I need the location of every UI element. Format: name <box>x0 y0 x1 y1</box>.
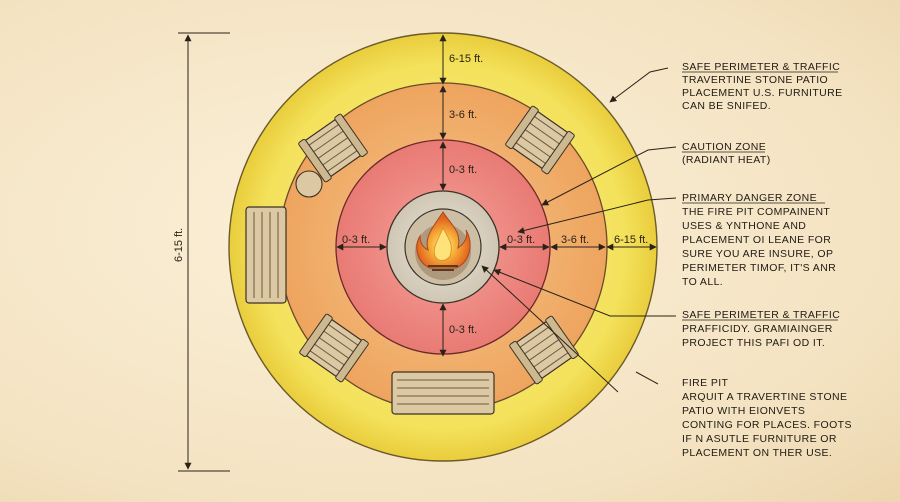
note-heading: FIRE PIT <box>682 377 729 389</box>
note-line: USES & YNTHONE AND <box>682 220 806 232</box>
note-line: PLACEMENT U.S. FURNITURE <box>682 87 843 99</box>
note-caution-zone: CAUTION ZONE (RADIANT HEAT) <box>682 141 771 166</box>
chair-top-left-icon <box>298 113 368 183</box>
side-table-top-left <box>295 170 323 198</box>
note-line: ARQUIT A TRAVERTINE STONE <box>682 391 847 403</box>
chair-top-right-icon <box>505 105 575 175</box>
note-line: PLACEMENT OI LEANE FOR <box>682 234 831 246</box>
note-fire-pit: FIRE PIT ARQUIT A TRAVERTINE STONE PATIO… <box>682 377 852 459</box>
note-line: PROJECT THIS PAFI OD IT. <box>682 337 825 349</box>
dim-outer-right: 6-15 ft. <box>614 234 648 246</box>
note-line: PERIMETER TIMOF, IT'S ANR <box>682 262 836 274</box>
note-heading: PRIMARY DANGER ZONE <box>682 192 817 204</box>
note-line: THE FIRE PIT COMPAINENT <box>682 206 830 218</box>
bench-bottom-icon <box>391 371 495 415</box>
note-line: PATIO WITH EIONVETS <box>682 405 805 417</box>
chair-bottom-left-icon <box>299 313 369 383</box>
note-line: IF N ASUTLE FURNITURE OR <box>682 433 837 445</box>
fire-flame-icon <box>416 211 471 271</box>
note-line: PRAFFICIDY. GRAMIAINGER <box>682 323 833 335</box>
bench-left-icon <box>245 206 287 304</box>
note-heading: SAFE PERIMETER & TRAFFIC <box>682 309 840 321</box>
note-line: TO ALL. <box>682 276 723 288</box>
dim-inner-left: 0-3 ft. <box>342 234 370 246</box>
dim-outer-top: 6-15 ft. <box>449 53 483 65</box>
note-line: SURE YOU ARE INSURE, OP <box>682 248 833 260</box>
note-line: TRAVERTINE STONE PATIO <box>682 74 828 86</box>
note-heading: CAUTION ZONE <box>682 141 766 153</box>
note-line: PLACEMENT ON THER USE. <box>682 447 832 459</box>
note-heading: SAFE PERIMETER & TRAFFIC <box>682 61 840 73</box>
dim-inner-bottom: 0-3 ft. <box>449 324 477 336</box>
dim-overall-left: 6-15 ft. <box>173 228 185 262</box>
note-line: CONTING FOR PLACES. FOOTS <box>682 419 852 431</box>
dim-inner-top: 0-3 ft. <box>449 164 477 176</box>
dim-inner-right: 0-3 ft. <box>507 234 535 246</box>
note-safe-perimeter-top: SAFE PERIMETER & TRAFFIC TRAVERTINE STON… <box>682 61 843 112</box>
note-line: CAN BE SNIFED. <box>682 100 771 112</box>
dim-middle-right: 3-6 ft. <box>561 234 589 246</box>
dim-middle-top: 3-6 ft. <box>449 109 477 121</box>
note-safe-perimeter-bottom: SAFE PERIMETER & TRAFFIC PRAFFICIDY. GRA… <box>682 309 840 349</box>
dimension-lines <box>178 32 657 472</box>
chair-bottom-right-icon <box>509 315 579 385</box>
note-primary-danger: PRIMARY DANGER ZONE THE FIRE PIT COMPAIN… <box>682 192 836 288</box>
leader-lines <box>482 67 838 393</box>
note-line: (RADIANT HEAT) <box>682 154 771 166</box>
